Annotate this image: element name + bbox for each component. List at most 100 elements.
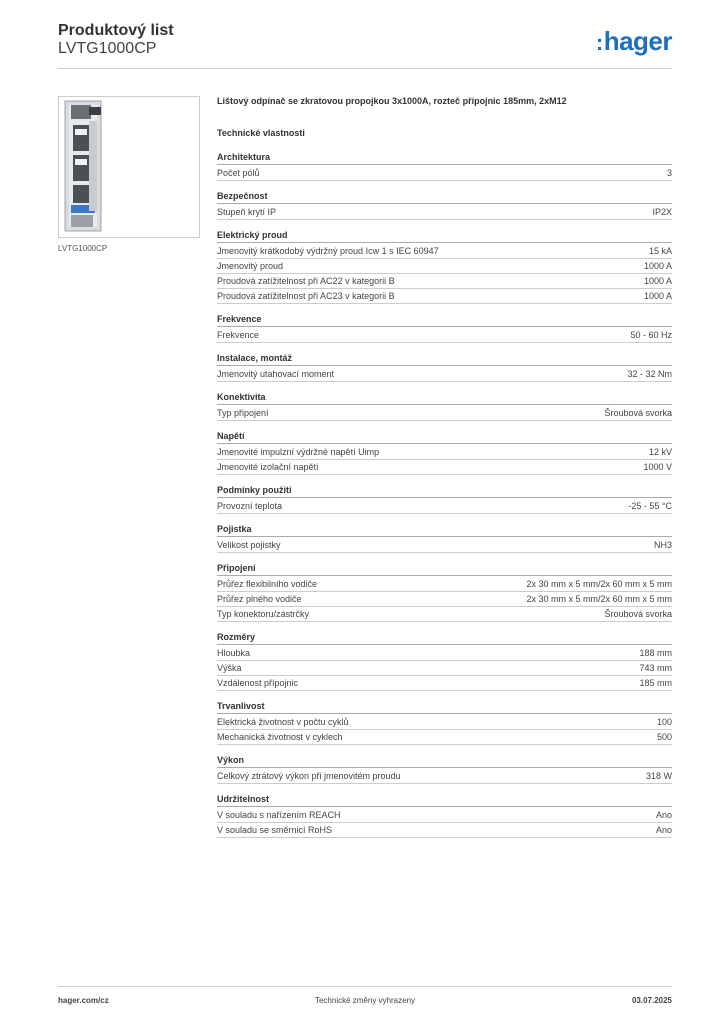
property-label: Frekvence (217, 330, 260, 340)
property-row: Elektrická životnost v počtu cyklů 100 (217, 715, 672, 730)
section-title: Frekvence (217, 313, 672, 327)
property-value: 15 kA (648, 246, 672, 256)
property-value: 1000 A (643, 261, 672, 271)
footer-website[interactable]: hager.com/cz (58, 996, 109, 1005)
property-value: 2x 30 mm x 5 mm/2x 60 mm x 5 mm (526, 594, 672, 604)
section-title: Trvanlivost (217, 700, 672, 714)
property-value: 500 (656, 732, 672, 742)
property-value: Šroubová svorka (604, 408, 672, 418)
property-row: Proudová zatížitelnost při AC22 v katego… (217, 274, 672, 289)
property-value: 743 mm (639, 663, 672, 673)
section-title: Výkon (217, 754, 672, 768)
property-row: Celkový ztrátový výkon při jmenovitém pr… (217, 769, 672, 784)
property-row: Jmenovité izolační napětí 1000 V (217, 460, 672, 475)
property-value: 50 - 60 Hz (630, 330, 672, 340)
property-value: Ano (655, 810, 672, 820)
property-label: Jmenovitý proud (217, 261, 284, 271)
technical-properties-title: Technické vlastnosti (217, 128, 305, 138)
section-title: Rozměry (217, 631, 672, 645)
hager-logo: :hager (595, 26, 673, 56)
property-label: Provozní teplota (217, 501, 283, 511)
section-title: Bezpečnost (217, 190, 672, 204)
property-label: Průřez plného vodiče (217, 594, 302, 604)
property-label: Proudová zatížitelnost při AC22 v katego… (217, 276, 395, 286)
section-title: Udržitelnost (217, 793, 672, 807)
main-content: Lištový odpínač se zkratovou propojkou 3… (217, 96, 672, 847)
property-label: Mechanická životnost v cyklech (217, 732, 343, 742)
property-label: Typ připojení (217, 408, 269, 418)
property-label: Jmenovité izolační napětí (217, 462, 319, 472)
property-value: 1000 A (643, 276, 672, 286)
property-row: V souladu s nařízením REACH Ano (217, 808, 672, 823)
product-image (58, 96, 200, 238)
product-image-drawing (64, 100, 102, 232)
footer-date: 03.07.2025 (631, 996, 672, 1005)
page-title: Produktový list (58, 22, 174, 39)
product-code: LVTG1000CP (58, 40, 157, 57)
property-label: Průřez flexibilního vodiče (217, 579, 318, 589)
property-label: Elektrická životnost v počtu cyklů (217, 717, 349, 727)
property-section: Udržitelnost V souladu s nařízením REACH A… (217, 793, 672, 838)
section-title: Napětí (217, 430, 672, 444)
property-label: Celkový ztrátový výkon při jmenovitém pr… (217, 771, 401, 781)
property-label: Proudová zatížitelnost při AC23 v katego… (217, 291, 395, 301)
property-label: Jmenovité impulzní výdržné napětí Uimp (217, 447, 380, 457)
property-value: 1000 V (643, 462, 672, 472)
property-row: Jmenovitý krátkodobý výdržný proud Icw 1… (217, 244, 672, 259)
property-row: Velikost pojistky NH3 (217, 538, 672, 553)
property-value: -25 - 55 °C (628, 501, 672, 511)
property-value: 12 kV (648, 447, 672, 457)
property-value: 318 W (645, 771, 672, 781)
property-row: Jmenovitý proud 1000 A (217, 259, 672, 274)
product-description: Lištový odpínač se zkratovou propojkou 3… (217, 96, 567, 106)
property-label: Stupeň krytí IP (217, 207, 277, 217)
property-row: Proudová zatížitelnost při AC23 v katego… (217, 289, 672, 304)
property-value: 3 (666, 168, 672, 178)
property-label: Jmenovitý krátkodobý výdržný proud Icw 1… (217, 246, 439, 256)
footer-note: Technické změny vyhrazeny (314, 996, 416, 1005)
page-header: Produktový list LVTG1000CP (58, 22, 174, 58)
property-label: V souladu se směrnicí RoHS (217, 825, 333, 835)
section-title: Konektivita (217, 391, 672, 405)
property-row: Jmenovité impulzní výdržné napětí Uimp 12… (217, 445, 672, 460)
property-row: Jmenovitý utahovací moment 32 - 32 Nm (217, 367, 672, 382)
section-title: Pojistka (217, 523, 672, 537)
footer-divider (58, 986, 672, 987)
property-label: V souladu s nařízením REACH (217, 810, 341, 820)
property-label: Velikost pojistky (217, 540, 281, 550)
property-label: Jmenovitý utahovací moment (217, 369, 335, 379)
property-value: NH3 (653, 540, 672, 550)
property-value: IP2X (652, 207, 672, 217)
property-value: 1000 A (643, 291, 672, 301)
property-row: Provozní teplota -25 - 55 °C (217, 499, 672, 514)
section-title: Instalace, montáž (217, 352, 672, 366)
property-value: 100 (656, 717, 672, 727)
property-value: 185 mm (639, 678, 672, 688)
logo-text: hager (603, 26, 673, 56)
section-title: Elektrický proud (217, 229, 672, 243)
property-row: Frekvence 50 - 60 Hz (217, 328, 672, 343)
image-caption: LVTG1000CP (58, 244, 108, 253)
property-row: Stupeň krytí IP IP2X (217, 205, 672, 220)
property-value: 32 - 32 Nm (627, 369, 672, 379)
